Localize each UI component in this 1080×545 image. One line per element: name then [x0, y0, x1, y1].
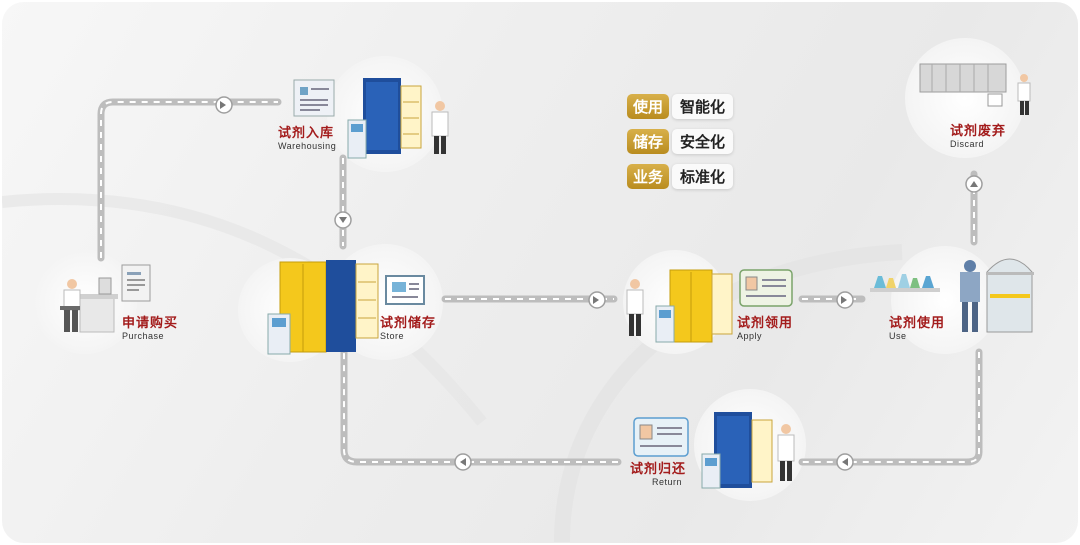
- stage-return-en: Return: [652, 477, 683, 487]
- feature-badge-business: 业务 标准化: [627, 164, 734, 189]
- use-reagent-bottles: [870, 274, 940, 292]
- stage-use-en: Use: [889, 331, 907, 341]
- use-lab-station: [960, 258, 1034, 333]
- store-monitor-icon: [385, 275, 425, 305]
- stage-store-cn: 试剂储存: [380, 315, 437, 330]
- return-person: [777, 424, 795, 481]
- arrow-left-icon: [454, 453, 472, 471]
- apply-card-icon: [739, 269, 793, 307]
- feature-badge-usage: 使用 智能化: [627, 94, 734, 119]
- stage-apply-cn: 试剂领用: [737, 315, 794, 330]
- apply-cabinet: [655, 269, 733, 343]
- stage-discard: 试剂废弃 Discard: [950, 120, 1006, 149]
- purchase-illustration: [60, 277, 118, 333]
- stage-purchase-cn: 申请购买: [122, 315, 179, 330]
- arrow-right-icon: [588, 291, 606, 309]
- stage-apply: 试剂领用 Apply: [737, 312, 793, 341]
- feature-value: 智能化: [672, 94, 734, 119]
- stage-purchase: 申请购买 Purchase: [122, 312, 178, 341]
- store-cabinet: [267, 260, 379, 355]
- stage-discard-cn: 试剂废弃: [950, 123, 1007, 138]
- stage-discard-en: Discard: [950, 139, 985, 149]
- feature-key: 业务: [627, 164, 670, 189]
- feature-value: 安全化: [672, 129, 734, 154]
- warehousing-cabinet: [347, 78, 422, 159]
- arrow-right-icon: [836, 291, 854, 309]
- apply-person: [626, 279, 644, 336]
- warehousing-doc-icon: [293, 79, 335, 117]
- stage-return-cn: 试剂归还: [630, 461, 687, 476]
- stage-warehousing-cn: 试剂入库: [278, 125, 335, 140]
- arrow-left-icon: [836, 453, 854, 471]
- stage-purchase-en: Purchase: [122, 331, 165, 341]
- feature-value: 标准化: [672, 164, 734, 189]
- arrow-down-icon: [334, 211, 352, 229]
- stage-use: 试剂使用 Use: [889, 312, 945, 341]
- return-card-icon: [633, 417, 689, 457]
- stage-warehousing: 试剂入库 Warehousing: [278, 122, 336, 151]
- stage-store-en: Store: [380, 331, 405, 341]
- arrow-up-icon: [965, 175, 983, 193]
- return-cabinet: [701, 412, 773, 489]
- arrow-right-icon: [215, 96, 233, 114]
- stage-use-cn: 试剂使用: [889, 315, 946, 330]
- feature-key: 储存: [627, 129, 670, 154]
- purchase-form-icon: [121, 264, 151, 302]
- stage-store: 试剂储存 Store: [380, 312, 436, 341]
- warehousing-person: [431, 101, 449, 154]
- discard-container: [919, 63, 1031, 115]
- stage-return: 试剂归还 Return: [630, 458, 686, 487]
- feature-key: 使用: [627, 94, 670, 119]
- stage-warehousing-en: Warehousing: [278, 141, 337, 151]
- stage-apply-en: Apply: [737, 331, 763, 341]
- path-use-return: [798, 348, 983, 466]
- feature-badge-storage: 储存 安全化: [627, 129, 734, 154]
